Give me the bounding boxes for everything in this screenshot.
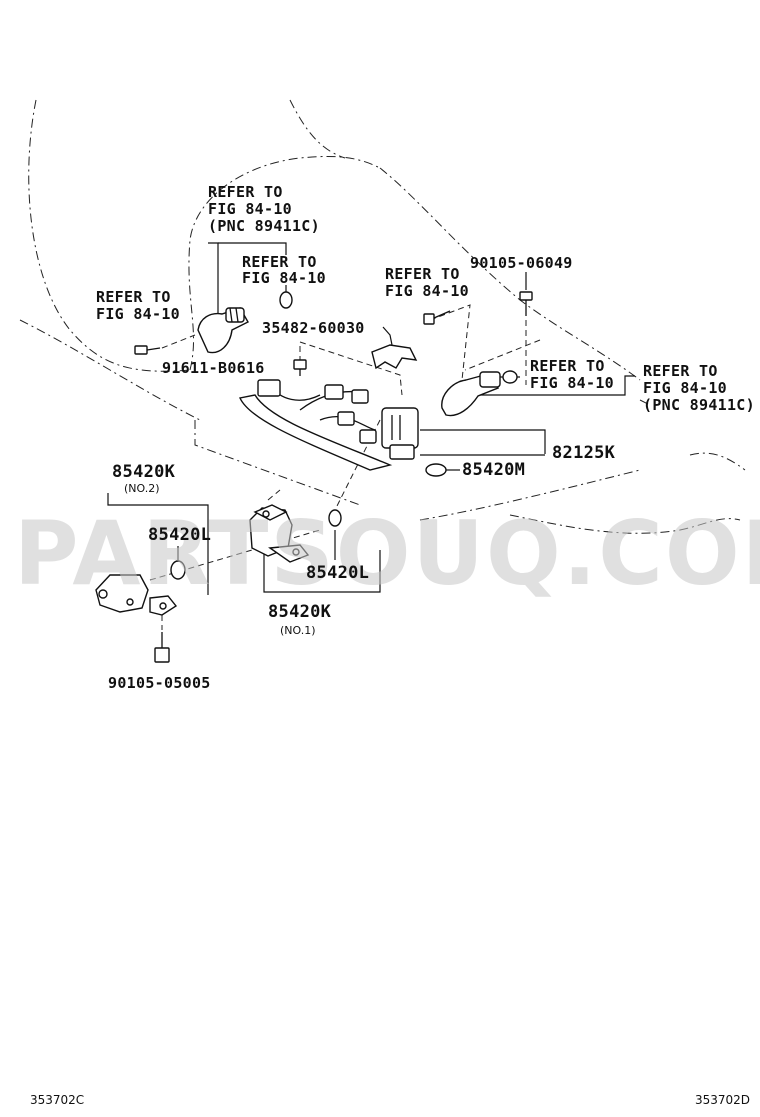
- wire-harness: [238, 379, 393, 471]
- bolt-left: [134, 345, 161, 355]
- label-line: REFER TO: [242, 253, 317, 271]
- label-85420l-left: 85420L: [148, 525, 211, 545]
- label-line: REFER TO: [96, 288, 171, 306]
- label-85420k-no2: 85420K: [112, 462, 176, 482]
- label-no2: (NO.2): [124, 482, 160, 495]
- sensor-no2: [95, 574, 178, 616]
- label-85420m: 85420M: [462, 460, 525, 480]
- sensor-no1: [249, 504, 310, 563]
- label-line: REFER TO: [643, 362, 718, 380]
- label-line: (PNC 89411C): [643, 396, 755, 414]
- label-refer-left-top: REFER TO FIG 84-10 (PNC 89411C): [208, 183, 320, 235]
- oring-right-85420l: [328, 509, 342, 527]
- sensor-left-top: [197, 307, 249, 354]
- label-82125k: 82125K: [552, 443, 616, 463]
- oring-top-left: [279, 291, 293, 309]
- bolt-91611: [293, 359, 307, 376]
- label-line: FIG 84-10: [208, 200, 292, 218]
- label-refer-right-a: REFER TO FIG 84-10: [530, 357, 614, 392]
- label-line: REFER TO: [530, 357, 605, 375]
- oring-left-85420l: [170, 560, 186, 580]
- sensor-right: [441, 371, 501, 417]
- label-85420l-right: 85420L: [306, 563, 369, 583]
- label-line: FIG 84-10: [385, 282, 469, 300]
- label-line: (PNC 89411C): [208, 217, 320, 235]
- label-line: REFER TO: [208, 183, 283, 201]
- oring-85420m: [425, 463, 447, 477]
- bolt-center: [423, 310, 451, 325]
- bolt-90105-06049: [519, 291, 533, 316]
- label-line: FIG 84-10: [242, 269, 326, 287]
- label-line: REFER TO: [385, 265, 460, 283]
- label-90105-06049: 90105-06049: [470, 254, 573, 272]
- label-line: FIG 84-10: [643, 379, 727, 397]
- bolt-90105-05005: [154, 632, 170, 663]
- oring-right: [502, 370, 518, 384]
- connector-82125k: [381, 407, 419, 460]
- watermark: PARTSOUQ.COM: [14, 502, 760, 605]
- label-91611-b0616: 91611-B0616: [162, 359, 265, 377]
- label-refer-left-mid: REFER TO FIG 84-10: [242, 253, 326, 287]
- label-refer-left: REFER TO FIG 84-10: [96, 288, 180, 323]
- clamp-35482: [371, 344, 418, 370]
- leader-lines: [107, 242, 635, 630]
- label-line: FIG 84-10: [530, 374, 614, 392]
- label-85420k-no1: 85420K: [268, 602, 332, 622]
- footer-left-code: 353702C: [30, 1093, 84, 1107]
- footer-right-code: 353702D: [695, 1093, 750, 1107]
- label-line: FIG 84-10: [96, 305, 180, 323]
- label-35482-60030: 35482-60030: [262, 319, 365, 337]
- label-no1: (NO.1): [280, 624, 316, 637]
- label-refer-right-b: REFER TO FIG 84-10 (PNC 89411C): [643, 362, 755, 414]
- label-refer-center: REFER TO FIG 84-10: [385, 265, 469, 300]
- label-90105-05005: 90105-05005: [108, 674, 211, 692]
